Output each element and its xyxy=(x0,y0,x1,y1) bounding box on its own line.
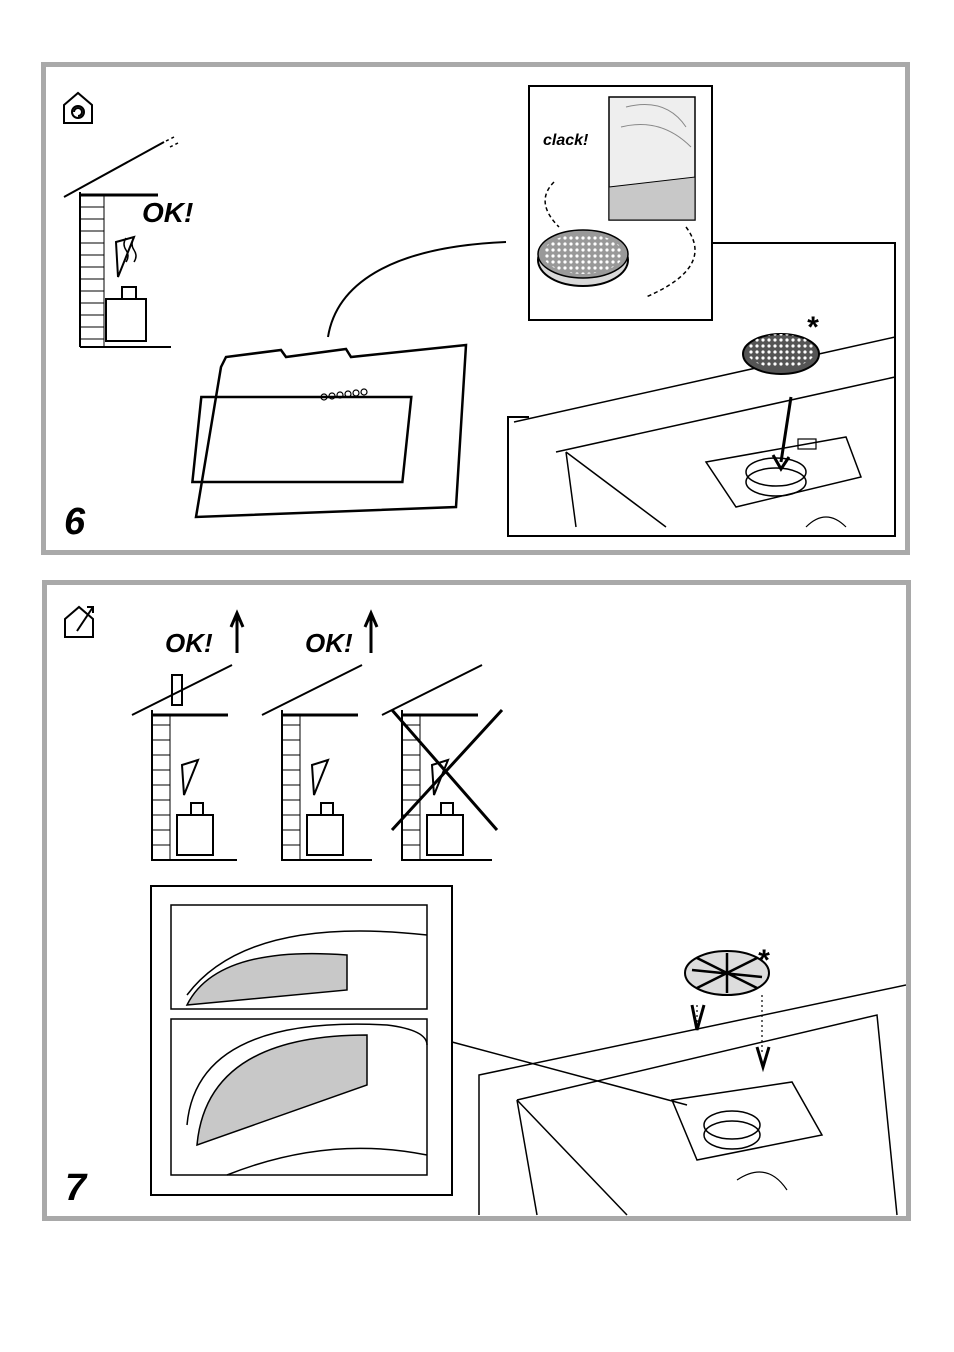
callout-line xyxy=(328,242,506,337)
recirculation-house-icon xyxy=(64,93,92,123)
control-buttons xyxy=(321,389,367,400)
step-6-panel: OK! clack! xyxy=(41,62,910,555)
asterisk-7: * xyxy=(757,944,770,977)
hood-underside-view-7 xyxy=(479,951,906,1215)
ducted-house-icon xyxy=(65,607,93,637)
filter-inset xyxy=(529,86,712,320)
house-incorrect xyxy=(382,665,502,860)
ok-label: OK! xyxy=(142,197,193,228)
step-7-panel: OK! OK! xyxy=(42,580,911,1221)
asterisk-6: * xyxy=(806,311,819,344)
step-number-6: 6 xyxy=(64,501,86,543)
cooker-hood-front xyxy=(192,345,466,517)
house-roof-vent xyxy=(132,665,237,860)
damper-detail-inset xyxy=(151,886,452,1195)
up-arrow-2 xyxy=(365,613,377,653)
step-6-illustration: OK! clack! xyxy=(46,67,905,550)
step-7-illustration: OK! OK! xyxy=(47,585,906,1216)
ok-label-2: OK! xyxy=(305,628,353,658)
clack-label: clack! xyxy=(543,132,589,149)
step-number-7: 7 xyxy=(65,1167,88,1209)
ok-label-1: OK! xyxy=(165,628,213,658)
up-arrow-1 xyxy=(231,613,243,653)
house-wall-vent xyxy=(262,665,372,860)
house-diagram xyxy=(64,137,178,347)
